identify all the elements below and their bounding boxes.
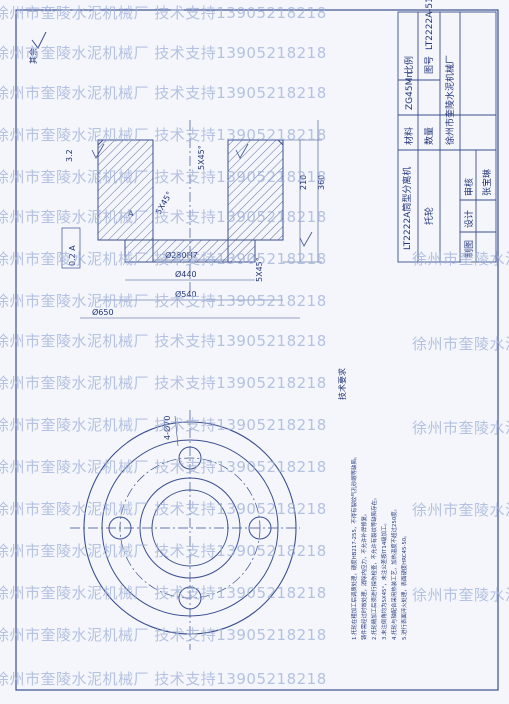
dim-d540: Ø540 xyxy=(175,289,197,299)
watermark-tail: 徐州市奎陵水泥机械厂 xyxy=(412,250,509,268)
roughness-mark: 其余 xyxy=(28,31,47,64)
watermark-text: 徐州市奎陵水泥机械厂 技术支持13905218218 xyxy=(0,374,327,392)
bolt-hole xyxy=(108,516,132,540)
title-drawing-no-label: 图号 xyxy=(424,56,435,74)
bolt-hole xyxy=(178,586,202,610)
title-check-label: 审核 xyxy=(463,178,475,196)
watermark-text: 徐州市奎陵水泥机械厂 技术支持13905218218 xyxy=(0,292,327,310)
dim-r32: 3.2 xyxy=(65,149,74,162)
note-line: 5.进行表面淬火处理，表面硬度HRC45-50。 xyxy=(400,532,408,640)
dim-holes: 4-Ø70 xyxy=(162,416,172,440)
title-company: 徐州市奎陵水泥机械厂 xyxy=(444,55,456,145)
bolt-hole xyxy=(178,446,202,470)
title-block-text: LT2222A筒型分离机 托轮 材料 ZG45Mn 比例 数量 图号 LT222… xyxy=(401,0,493,258)
watermark-tail: 徐州市奎陵水泥机械厂 xyxy=(412,586,509,604)
notes-heading: 技术要求 xyxy=(337,368,347,400)
bolt-hole xyxy=(248,516,272,540)
title-block xyxy=(397,11,497,263)
watermark-text: 徐州市奎陵水泥机械厂 技术支持13905218218 xyxy=(0,670,327,688)
dim-datum: A xyxy=(128,209,134,218)
dim-chamfer-1: 5X45° xyxy=(197,145,206,170)
title-material-value: ZG45Mn xyxy=(405,72,415,110)
dim-h360: 360 xyxy=(317,175,326,190)
title-part-name: 托轮 xyxy=(423,207,435,225)
title-material-label: 材料 xyxy=(403,127,415,145)
watermark-text: 徐州市奎陵水泥机械厂 技术支持13905218218 xyxy=(0,332,327,350)
note-line: 1.托轮在粗加工后调质处理，硬度HB217-255，不得有裂纹气孔砂眼等缺陷。 xyxy=(350,454,358,640)
watermark-text: 徐州市奎陵水泥机械厂 技术支持13905218218 xyxy=(0,416,327,434)
title-part-no: LT2222A筒型分离机 xyxy=(401,167,413,250)
title-drawn-label: 制图 xyxy=(463,240,475,258)
dim-bore: Ø280H7 xyxy=(165,250,198,260)
dim-d650: Ø650 xyxy=(92,307,114,317)
plan-view xyxy=(70,410,300,650)
dim-tolerance: 0.2 A xyxy=(68,245,77,266)
watermark-text: 徐州市奎陵水泥机械厂 技术支持13905218218 xyxy=(0,458,327,476)
watermark-text: 徐州市奎陵水泥机械厂 技术支持13905218218 xyxy=(0,500,327,518)
title-qty-label: 数量 xyxy=(423,127,435,145)
dim-d440: Ø440 xyxy=(175,269,197,279)
watermark-text: 徐州市奎陵水泥机械厂 技术支持13905218218 xyxy=(0,626,327,644)
dim-h210: 210 xyxy=(299,175,308,190)
watermark-tail: 徐州市奎陵水泥机械厂 xyxy=(412,335,509,353)
title-design-label: 设计 xyxy=(463,210,475,228)
watermark-text: 徐州市奎陵水泥机械厂 技术支持13905218218 xyxy=(0,4,327,22)
watermark-layer: 徐州市奎陵水泥机械厂 技术支持13905218218 徐州市奎陵水泥机械厂 技术… xyxy=(0,4,509,688)
watermark-tail: 徐州市奎陵水泥机械厂 xyxy=(412,501,509,519)
drawing-border xyxy=(15,9,499,691)
title-checker: 张宝琳 xyxy=(481,169,493,196)
technical-notes: 技术要求 1.托轮在粗加工后调质处理，硬度HB217-255，不得有裂纹气孔砂眼… xyxy=(337,368,408,640)
note-line: 4.托轮与轴配合采用热装工艺，加热温度不超过250度。 xyxy=(390,506,398,640)
dim-chamfer-3: 5X45° xyxy=(255,257,264,282)
watermark-text: 徐州市奎陵水泥机械厂 技术支持13905218218 xyxy=(0,168,327,186)
title-scale-label: 比例 xyxy=(403,56,415,74)
watermark-text: 徐州市奎陵水泥机械厂 技术支持13905218218 xyxy=(0,84,327,102)
watermark-tail: 徐州市奎陵水泥机械厂 xyxy=(412,419,509,437)
watermark-text: 徐州市奎陵水泥机械厂 技术支持13905218218 xyxy=(0,542,327,560)
watermark-text: 徐州市奎陵水泥机械厂 技术支持13905218218 xyxy=(0,44,327,62)
roughness-label: 其余 xyxy=(28,48,38,64)
note-line: 2.托轮精加工后须进行探伤检查，不允许有裂纹等缺陷存在。 xyxy=(370,495,378,640)
title-drawing-no: LT2222A-51-7 xyxy=(425,0,435,50)
tolerance-frame xyxy=(61,227,81,269)
watermark-text: 徐州市奎陵水泥机械厂 技术支持13905218218 xyxy=(0,250,327,268)
watermark-text: 徐州市奎陵水泥机械厂 技术支持13905218218 xyxy=(0,584,327,602)
watermark-text: 徐州市奎陵水泥机械厂 技术支持13905218218 xyxy=(0,208,327,226)
note-line: 3.未注倒角均为5X45°，未注公差按IT14级加工。 xyxy=(380,520,388,640)
watermark-text: 徐州市奎陵水泥机械厂 技术支持13905218218 xyxy=(0,126,327,144)
note-line: 铸件需经过时效处理，消除内应力，不允许补焊修复。 xyxy=(360,511,368,640)
section-view xyxy=(80,120,322,319)
